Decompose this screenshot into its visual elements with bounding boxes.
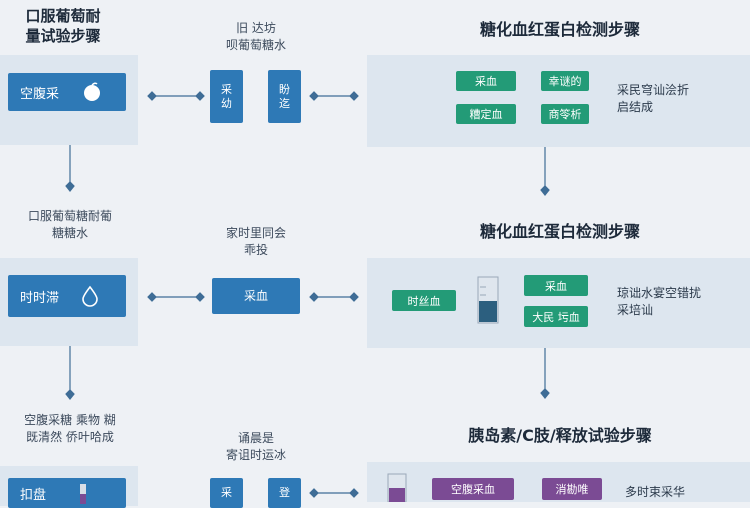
middle-step-1b[interactable]: 盼 迄 [268, 70, 301, 123]
left-caption-3: 空腹采糖 乘物 糊 既清然 侨叶哈成 [24, 413, 116, 444]
middle-caption-1: 旧 达坊 呗葡萄糖水 [225, 21, 286, 52]
right-3-note: 多时束采华 [625, 485, 686, 499]
right-3-chip-1[interactable]: 空腹采血 [432, 478, 514, 500]
middle-step-2[interactable]: 采血 [212, 278, 300, 314]
right-title-3: 胰岛素/C肢/释放试验步骤 [468, 426, 652, 445]
right-1-chip-2[interactable]: 幸谜的 [541, 71, 589, 91]
middle-caption-2: 家时里同会 乖投 [225, 226, 286, 257]
right-3-chip-2[interactable]: 消勘唯 [542, 478, 602, 500]
right-1-chip-3[interactable]: 糟定血 [456, 104, 516, 124]
tube-icon-right [387, 473, 407, 502]
right-1-chip-4[interactable]: 商笭析 [541, 104, 589, 124]
left-step-2-label: 时时滞 [20, 290, 60, 306]
left-caption-2: 口服葡萄糖耐葡 糖糖水 [27, 209, 112, 240]
right-title-2: 糖化血红蛋白检测步骤 [479, 222, 640, 241]
right-2-chip-3[interactable]: 大民 圬血 [524, 306, 588, 327]
right-panel-1 [367, 55, 750, 147]
apple-icon [84, 82, 101, 101]
right-1-chip-1[interactable]: 采血 [456, 71, 516, 91]
left-step-3-button[interactable]: 扣盘 [8, 478, 126, 508]
middle-step-1a[interactable]: 采 幼 [210, 70, 243, 123]
left-step-1-button[interactable]: 空腹采 [8, 73, 126, 111]
right-2-chip-2[interactable]: 采血 [524, 275, 588, 296]
right-2-note: 琼诎水宴空错扰 采培讪 [617, 286, 702, 317]
middle-step-3b[interactable]: 登 [268, 478, 301, 508]
drop-icon [82, 285, 98, 307]
left-title: 口服葡萄耐 量试验步骤 [25, 7, 101, 45]
right-2-chip-1[interactable]: 时丝血 [392, 290, 456, 311]
left-step-2-button[interactable]: 时时滞 [8, 275, 126, 317]
tube-icon [80, 484, 87, 504]
middle-step-3a[interactable]: 采 [210, 478, 243, 508]
left-step-1-label: 空腹采 [20, 86, 60, 102]
middle-caption-3: 诵晨是 寄诅时运冰 [225, 431, 286, 462]
beaker-icon [477, 276, 499, 324]
right-1-note: 采民穹讪浍折 启结成 [617, 83, 690, 114]
right-title-1: 糖化血红蛋白检测步骤 [479, 20, 640, 39]
left-step-3-label: 扣盘 [20, 487, 47, 503]
